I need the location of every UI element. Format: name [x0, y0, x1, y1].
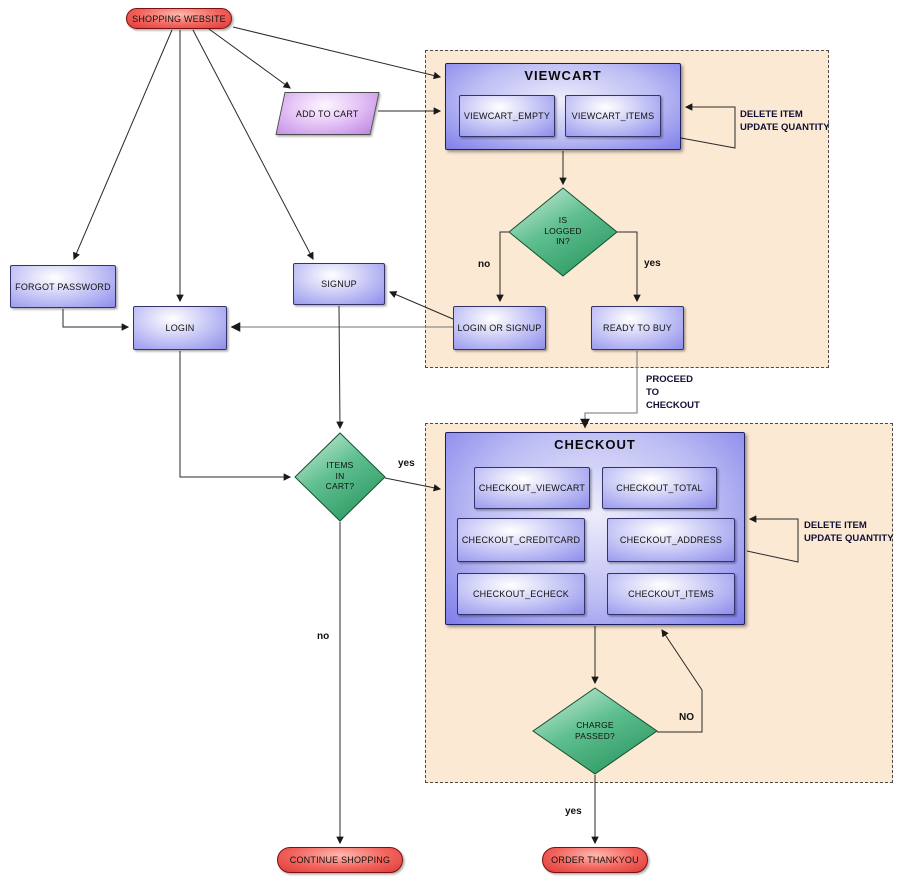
- checkout-total-box: CHECKOUT_TOTAL: [602, 467, 717, 509]
- checkout-viewcart-box: CHECKOUT_VIEWCART: [474, 467, 590, 509]
- checkout-items-box: CHECKOUT_ITEMS: [607, 573, 735, 615]
- forgot-password-box: FORGOT PASSWORD: [10, 265, 116, 308]
- continue-shopping-terminal: CONTINUE SHOPPING: [277, 847, 403, 873]
- edge-website-to-viewcart: [232, 26, 442, 80]
- order-thankyou-label: ORDER THANKYOU: [551, 855, 639, 865]
- viewcart-title: VIEWCART: [524, 68, 602, 83]
- edge-website-to-add-to-cart: [208, 28, 291, 89]
- checkout-loop-note: DELETE ITEM UPDATE QUANTITY: [804, 520, 894, 544]
- items-yes-label: yes: [398, 458, 415, 469]
- edge-ready-to-buy-to-checkout: [580, 351, 638, 429]
- ready-to-buy-label: READY TO BUY: [603, 323, 672, 333]
- login-or-signup-box: LOGIN OR SIGNUP: [453, 306, 546, 350]
- logged-in-yes-label: yes: [644, 258, 661, 269]
- shopping-website-label: SHOPPING WEBSITE: [132, 13, 226, 24]
- charge-passed-diamond: [532, 687, 658, 775]
- shopping-website-terminal: SHOPPING WEBSITE: [126, 8, 232, 29]
- checkout-address-label: CHECKOUT_ADDRESS: [619, 535, 723, 545]
- checkout-title: CHECKOUT: [554, 437, 636, 452]
- edge-signup-to-items-in-cart: [336, 305, 344, 430]
- login-box: LOGIN: [133, 306, 227, 350]
- login-or-signup-label: LOGIN OR SIGNUP: [457, 323, 542, 333]
- add-to-cart-io: ADD TO CART: [275, 92, 380, 135]
- add-to-cart-label: ADD TO CART: [296, 108, 359, 119]
- checkout-creditcard-box: CHECKOUT_CREDITCARD: [457, 518, 585, 562]
- edge-checkout-self-loop: [746, 515, 799, 563]
- edge-website-to-forgot-password: [73, 29, 173, 261]
- items-no-label: no: [317, 631, 330, 642]
- viewcart-loop-note: DELETE ITEM UPDATE QUANTITY: [740, 109, 830, 133]
- viewcart-empty-label: VIEWCART_EMPTY: [463, 111, 551, 121]
- checkout-echeck-box: CHECKOUT_ECHECK: [457, 573, 585, 615]
- checkout-creditcard-label: CHECKOUT_CREDITCARD: [461, 535, 581, 545]
- checkout-echeck-label: CHECKOUT_ECHECK: [472, 589, 569, 599]
- continue-shopping-label: CONTINUE SHOPPING: [289, 855, 391, 865]
- order-thankyou-terminal: ORDER THANKYOU: [542, 847, 648, 873]
- ready-to-buy-box: READY TO BUY: [591, 306, 684, 350]
- signup-label: SIGNUP: [321, 279, 357, 289]
- edge-charge-no-loop: [657, 629, 703, 733]
- checkout-address-box: CHECKOUT_ADDRESS: [607, 518, 735, 562]
- edge-login-to-items-in-cart: [179, 351, 292, 481]
- items-in-cart-label: ITEMS IN CART?: [325, 460, 355, 492]
- charge-passed-label: CHARGE PASSED?: [575, 720, 615, 741]
- signup-box: SIGNUP: [293, 263, 385, 305]
- edge-items-yes-to-checkout: [384, 477, 442, 492]
- edge-forgot-password-to-login: [62, 309, 130, 331]
- edge-login-or-signup-to-signup: [388, 291, 454, 320]
- viewcart-items-box: VIEWCART_ITEMS: [565, 95, 661, 137]
- checkout-items-label: CHECKOUT_ITEMS: [628, 589, 714, 599]
- edge-website-to-signup: [192, 29, 314, 260]
- login-label: LOGIN: [165, 323, 195, 333]
- viewcart-items-label: VIEWCART_ITEMS: [571, 111, 655, 121]
- proceed-to-checkout-label: PROCEED TO CHECKOUT: [646, 374, 700, 411]
- items-in-cart-diamond: [294, 432, 386, 522]
- is-logged-in-label: IS LOGGED IN?: [544, 215, 582, 247]
- edge-logged-in-yes-to-ready-to-buy: [617, 231, 641, 303]
- is-logged-in-diamond: [508, 187, 618, 277]
- checkout-total-label: CHECKOUT_TOTAL: [616, 483, 703, 493]
- checkout-viewcart-label: CHECKOUT_VIEWCART: [478, 483, 586, 493]
- edge-viewcart-self-loop: [680, 103, 736, 149]
- edge-logged-in-no-to-login-or-signup: [496, 231, 509, 303]
- logged-in-no-label: no: [478, 259, 491, 270]
- forgot-password-label: FORGOT PASSWORD: [15, 281, 111, 292]
- charge-yes-label: yes: [565, 806, 582, 817]
- charge-no-label: NO: [679, 712, 694, 723]
- viewcart-empty-box: VIEWCART_EMPTY: [459, 95, 555, 137]
